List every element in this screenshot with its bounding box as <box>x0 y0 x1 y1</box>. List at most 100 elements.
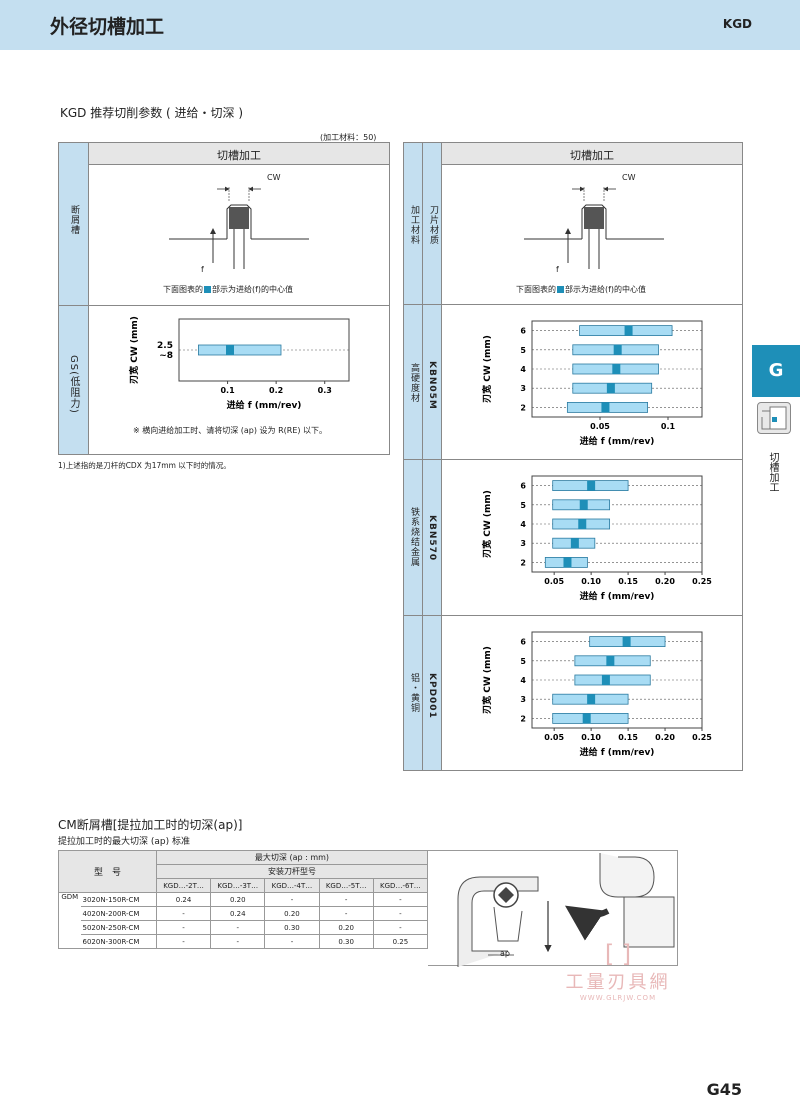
cm-value: 0.20 <box>264 906 320 921</box>
footnote: 1)上述指的是刀杆的CDX 为17mm 以下时的情况。 <box>58 461 231 470</box>
right-grade-column <box>423 143 442 770</box>
cm-holder-col: KGD…-4T… <box>264 878 320 893</box>
right-col1-label: 加工材料 <box>409 205 419 245</box>
cm-model: 4020N-200R-CM <box>80 906 157 921</box>
cm-value: 0.30 <box>264 920 320 935</box>
feed-center-mark <box>601 402 610 413</box>
cm-value: - <box>372 906 429 921</box>
cw-tick-label: 5 <box>520 346 526 355</box>
feed-center-mark <box>226 345 234 355</box>
unit-note: (加工材料：50) <box>320 133 377 142</box>
left-cw-label: CW <box>267 173 281 182</box>
x-tick-label: 0.1 <box>661 422 676 431</box>
cw-tick-label: 4 <box>520 676 526 685</box>
feed-center-mark <box>587 480 596 491</box>
cm-value: - <box>155 906 212 921</box>
page-title: 外径切槽加工 <box>50 16 165 38</box>
cm-value: - <box>264 934 320 949</box>
y-axis-label: 刃宽 CW (mm) <box>481 335 493 403</box>
cw-tick-label: 6 <box>520 638 526 647</box>
cm-model-header: 型 号 <box>58 850 157 893</box>
side-tab-g[interactable]: G <box>752 345 800 397</box>
right-row-divider-3 <box>404 615 742 616</box>
cw-tick-label: 3 <box>520 539 526 548</box>
cw-tick-label: 5 <box>520 501 526 510</box>
cm-model: 6020N-300R-CM <box>80 934 157 949</box>
feed-center-mark <box>606 383 615 394</box>
x-tick-label: 0.3 <box>318 386 332 395</box>
cm-max-depth-header: 最大切深 (ap : mm) <box>155 850 429 865</box>
cw-tick-label: 2 <box>520 403 526 412</box>
cm-prefix: GDM <box>58 892 81 949</box>
cw-tick-label: 3 <box>520 384 526 393</box>
x-tick-label: 0.2 <box>269 386 283 395</box>
left-label-column <box>59 143 89 454</box>
cm-value: - <box>155 934 212 949</box>
cw-tick-label: 3 <box>520 695 526 704</box>
cw-tick-label: 2 <box>520 558 526 567</box>
feed-center-mark <box>587 694 596 705</box>
y-axis-label: 刃宽 CW (mm) <box>481 646 493 714</box>
cm-ap-label: ap <box>500 949 510 958</box>
left-col-header: 切槽加工 <box>217 149 261 162</box>
watermark: [ ] 工量刃具網 WWW.GLRJW.COM <box>538 940 698 1002</box>
grade-kbn05m: KBN05M <box>427 361 437 410</box>
grade-kbn570: KBN570 <box>427 515 437 562</box>
left-col-header-cell <box>89 143 389 165</box>
material-kbn05m: 高硬度材 <box>409 363 419 403</box>
cw-tick-label: 4 <box>520 365 526 374</box>
x-tick-label: 0.20 <box>655 577 675 586</box>
feed-center-mark <box>582 713 591 724</box>
right-f-label: f <box>556 265 559 274</box>
x-axis-label: 进给 f (mm/rev) <box>227 399 302 411</box>
left-legend-post: 部示为进给(f)的中心值 <box>212 285 294 294</box>
x-tick-label: 0.05 <box>544 733 564 742</box>
cw-tick-label: 6 <box>520 482 526 491</box>
watermark-logo-icon: [ ] <box>604 940 632 968</box>
cw-tick-label: ~8 <box>159 351 173 361</box>
material-kbn570: 铁系烧结金属 <box>409 507 419 567</box>
x-tick-label: 0.25 <box>692 577 712 586</box>
right-col-header: 切槽加工 <box>570 149 614 162</box>
feed-center-mark <box>613 344 622 355</box>
x-tick-label: 0.25 <box>692 733 712 742</box>
cm-value: 0.24 <box>155 892 212 907</box>
cm-pull-diagram: ap <box>428 850 678 967</box>
left-row1-label: 断屑槽 <box>69 205 79 235</box>
feed-center-mark <box>578 519 587 529</box>
cm-value: - <box>372 892 429 907</box>
cm-holder-header: 安装刀杆型号 <box>155 864 429 879</box>
cm-value: - <box>264 892 320 907</box>
cw-tick-label: 2 <box>520 714 526 723</box>
cm-value: 0.20 <box>318 920 374 935</box>
x-tick-label: 0.05 <box>590 422 610 431</box>
x-tick-label: 0.10 <box>581 733 601 742</box>
right-cw-label: CW <box>622 173 636 182</box>
left-row-divider <box>59 305 389 306</box>
cm-model: 5020N-250R-CM <box>80 920 157 935</box>
grade-kpd001: KPD001 <box>427 673 437 719</box>
center-value-swatch <box>204 286 211 293</box>
right-material-column <box>404 143 423 770</box>
x-axis-label: 进给 f (mm/rev) <box>580 746 655 758</box>
right-row-divider-1 <box>404 304 742 305</box>
left-f-label: f <box>201 265 204 274</box>
x-tick-label: 0.20 <box>655 733 675 742</box>
x-tick-label: 0.1 <box>220 386 235 395</box>
cw-tick-label: 6 <box>520 327 526 336</box>
center-value-swatch <box>557 286 564 293</box>
right-col-header-cell <box>442 143 742 165</box>
cm-value: - <box>372 920 429 935</box>
y-axis-label: 刃宽 CW (mm) <box>128 316 140 384</box>
watermark-url: WWW.GLRJW.COM <box>579 994 657 1002</box>
material-kpd001: 铝・黄铜 <box>409 673 419 713</box>
feed-range-bar <box>574 674 651 686</box>
grooving-tool-icon <box>757 402 791 434</box>
cm-value: - <box>155 920 212 935</box>
